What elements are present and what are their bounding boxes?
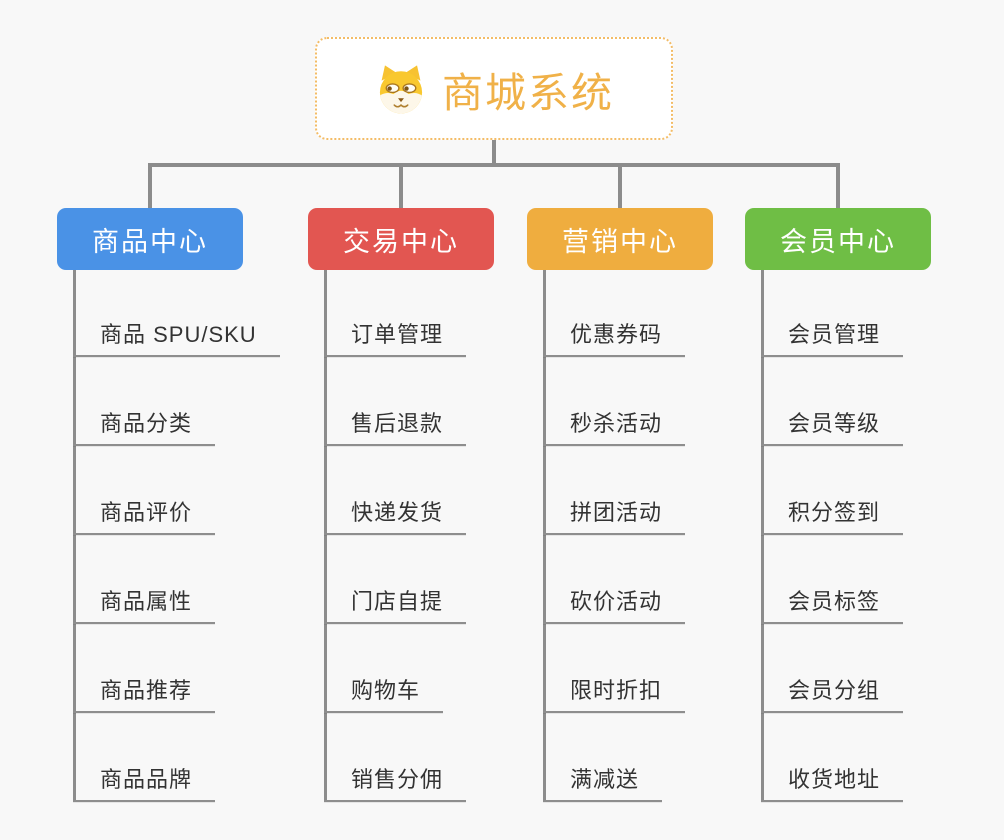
- leaf-topic[interactable]: 砍价活动: [543, 582, 686, 624]
- branch-column: 交易中心 订单管理 售后退款 快递发货 门店自提 购物车 销售分佣: [308, 208, 568, 840]
- leaf-topic[interactable]: 收货地址: [761, 760, 904, 802]
- leaf-topic-label: 积分签到: [788, 500, 881, 525]
- leaf-topic-label: 商品属性: [100, 589, 193, 614]
- connector-branch-stub: [148, 165, 152, 208]
- connector-branch-stub: [836, 165, 840, 208]
- connector-branch-stub: [399, 165, 403, 208]
- branch-spine-line: [324, 270, 327, 802]
- branch-spine-line: [73, 270, 76, 802]
- branch-column: 会员中心 会员管理 会员等级 积分签到 会员标签 会员分组 收货地址: [745, 208, 1004, 840]
- leaf-topic-label: 商品评价: [100, 500, 193, 525]
- leaf-topic-label: 收货地址: [788, 767, 881, 792]
- branch-column: 营销中心 优惠券码 秒杀活动 拼团活动 砍价活动 限时折扣 满减送: [527, 208, 787, 840]
- branch-column: 商品中心 商品 SPU/SKU 商品分类 商品评价 商品属性 商品推荐 商品品牌: [57, 208, 317, 840]
- leaf-topic[interactable]: 拼团活动: [543, 493, 686, 535]
- branch-spine-line: [761, 270, 764, 802]
- leaf-topic[interactable]: 优惠券码: [543, 315, 686, 357]
- leaf-topic[interactable]: 商品 SPU/SKU: [73, 315, 280, 357]
- leaf-topic-label: 商品推荐: [100, 678, 193, 703]
- leaf-topic-label: 商品 SPU/SKU: [100, 322, 257, 347]
- leaf-topic[interactable]: 商品品牌: [73, 760, 216, 802]
- leaf-topic-label: 商品品牌: [100, 767, 193, 792]
- branch-spine-line: [543, 270, 546, 802]
- branch-topic[interactable]: 营销中心: [527, 208, 713, 270]
- leaf-topic[interactable]: 满减送: [543, 760, 663, 802]
- branch-topic-label: 交易中心: [343, 226, 459, 257]
- leaf-topic-label: 限时折扣: [570, 678, 663, 703]
- root-topic[interactable]: 商城系统: [315, 37, 673, 140]
- leaf-topic[interactable]: 限时折扣: [543, 671, 686, 713]
- leaf-topic-label: 购物车: [351, 678, 421, 703]
- leaf-topic-label: 拼团活动: [570, 500, 663, 525]
- leaf-topic[interactable]: 购物车: [324, 671, 444, 713]
- branch-topic-label: 营销中心: [562, 226, 678, 257]
- leaf-topic-label: 订单管理: [351, 322, 444, 347]
- leaf-topic-label: 销售分佣: [351, 767, 444, 792]
- branch-topic-label: 会员中心: [780, 226, 896, 257]
- branch-topic-label: 商品中心: [92, 226, 208, 257]
- branch-topic[interactable]: 会员中心: [745, 208, 931, 270]
- leaf-topic-label: 会员分组: [788, 678, 881, 703]
- leaf-topic[interactable]: 商品属性: [73, 582, 216, 624]
- leaf-topic[interactable]: 会员标签: [761, 582, 904, 624]
- leaf-topic[interactable]: 商品评价: [73, 493, 216, 535]
- leaf-topic-label: 商品分类: [100, 411, 193, 436]
- leaf-topic[interactable]: 售后退款: [324, 404, 467, 446]
- leaf-topic-label: 满减送: [570, 767, 640, 792]
- leaf-topic[interactable]: 秒杀活动: [543, 404, 686, 446]
- leaf-topic[interactable]: 商品分类: [73, 404, 216, 446]
- branch-topic[interactable]: 交易中心: [308, 208, 494, 270]
- root-topic-label: 商城系统: [442, 69, 614, 116]
- leaf-topic[interactable]: 门店自提: [324, 582, 467, 624]
- leaf-topic-label: 会员管理: [788, 322, 881, 347]
- leaf-topic[interactable]: 订单管理: [324, 315, 467, 357]
- leaf-topic-label: 会员等级: [788, 411, 881, 436]
- leaf-topic-label: 优惠券码: [570, 322, 663, 347]
- connector-bus-line: [148, 163, 840, 167]
- leaf-topic-label: 秒杀活动: [570, 411, 663, 436]
- leaf-topic-label: 门店自提: [351, 589, 444, 614]
- connector-root-stub: [492, 140, 496, 166]
- leaf-topic-label: 砍价活动: [570, 589, 663, 614]
- leaf-topic[interactable]: 会员分组: [761, 671, 904, 713]
- leaf-topic-label: 快递发货: [351, 500, 444, 525]
- leaf-topic[interactable]: 积分签到: [761, 493, 904, 535]
- leaf-topic[interactable]: 商品推荐: [73, 671, 216, 713]
- leaf-topic[interactable]: 快递发货: [324, 493, 467, 535]
- leaf-topic[interactable]: 会员管理: [761, 315, 904, 357]
- leaf-topic-label: 会员标签: [788, 589, 881, 614]
- dog-face-icon: [374, 62, 428, 116]
- branch-topic[interactable]: 商品中心: [57, 208, 243, 270]
- leaf-topic[interactable]: 销售分佣: [324, 760, 467, 802]
- leaf-topic[interactable]: 会员等级: [761, 404, 904, 446]
- connector-branch-stub: [618, 165, 622, 208]
- leaf-topic-label: 售后退款: [351, 411, 444, 436]
